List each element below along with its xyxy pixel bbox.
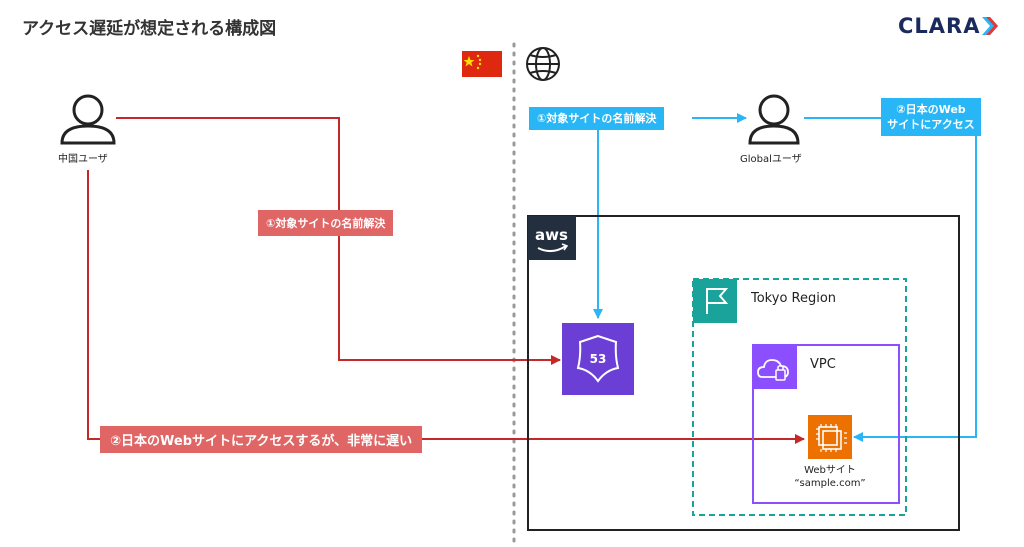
web-server-label-line2: “sample.com”	[794, 478, 866, 489]
global-dns-label: ①対象サイトの名前解決	[529, 107, 665, 130]
aws-logo-text: aws	[535, 226, 568, 244]
brand-chevron-icon	[982, 17, 998, 35]
china-flag-icon	[462, 51, 502, 77]
china-access-line	[87, 170, 805, 444]
route53-icon	[562, 323, 634, 395]
route53-number: 53	[589, 352, 607, 366]
china-user-icon	[60, 94, 116, 145]
aws-cloud-frame	[527, 215, 960, 531]
tokyo-region-label: Tokyo Region	[751, 291, 837, 306]
global-user-label: Globalユーザ	[740, 154, 802, 165]
web-server-label-line1: Webサイト	[804, 465, 856, 476]
vpc-frame	[752, 344, 900, 504]
brand-logo: CLARA	[898, 14, 980, 38]
global-access-label-line2: サイトにアクセス	[887, 118, 975, 131]
china-dns-label: ①対象サイトの名前解決	[258, 210, 394, 236]
vpc-label: VPC	[810, 357, 836, 372]
global-access-label: ②日本のWeb サイトにアクセス	[881, 98, 981, 136]
brand-logo-text: CLARA	[898, 14, 981, 38]
china-user-label: 中国ユーザ	[58, 154, 108, 165]
global-access-label-line1: ②日本のWeb	[896, 103, 966, 116]
aws-logo-icon	[528, 216, 576, 260]
web-server-label: Webサイト “sample.com”	[770, 464, 890, 490]
china-access-label: ②日本のWebサイトにアクセスするが、非常に遅い	[100, 426, 423, 453]
region-flag-icon	[693, 279, 737, 323]
page-title: アクセス遅延が想定される構成図	[22, 19, 277, 39]
ec2-instance-icon	[808, 415, 852, 459]
global-user-icon	[748, 94, 800, 145]
global-access-line	[804, 117, 977, 442]
china-dns-line	[116, 117, 561, 365]
globe-icon	[526, 47, 560, 81]
tokyo-region-frame	[692, 278, 907, 516]
vpc-cloud-icon	[753, 345, 797, 389]
